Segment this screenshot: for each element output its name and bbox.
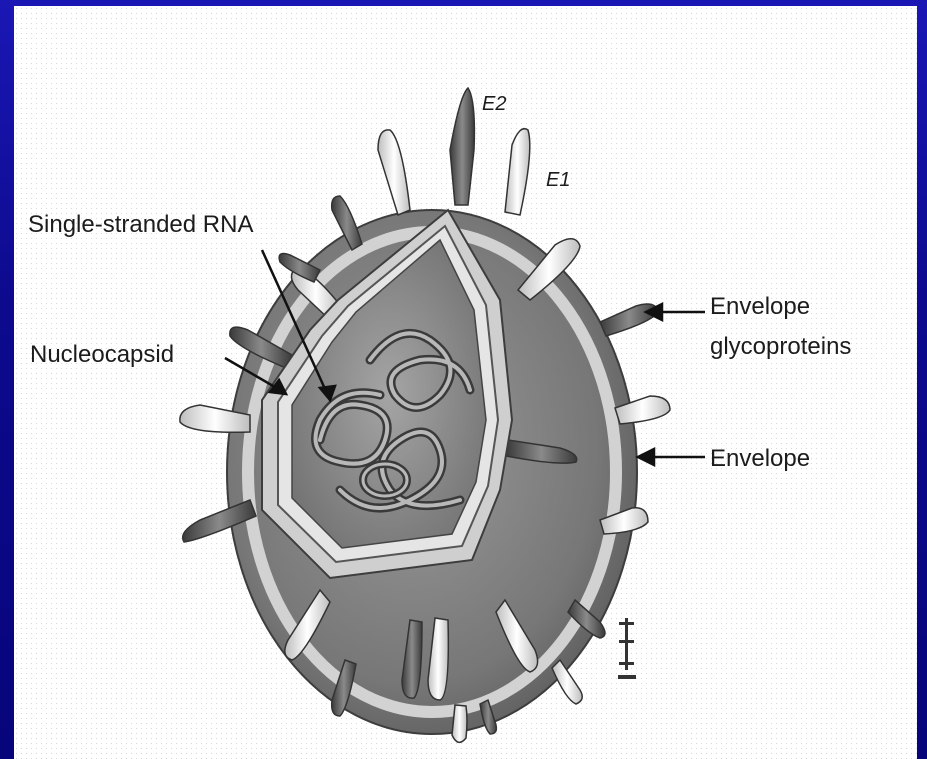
label-e1: E1 [546, 169, 570, 191]
label-envelope-glycoproteins-line2: glycoproteins [710, 333, 851, 360]
label-e2: E2 [482, 93, 506, 115]
diagram-panel: E2 E1 Single-stranded RNA Nucleocapsid E… [14, 6, 917, 759]
label-nucleocapsid: Nucleocapsid [30, 341, 174, 368]
spike-dark [600, 304, 658, 336]
spike-light [505, 129, 530, 215]
spike-light [452, 705, 467, 742]
spike-light [378, 130, 410, 215]
virus-diagram: E2 E1 Single-stranded RNA Nucleocapsid E… [14, 6, 917, 759]
artist-mark [618, 618, 636, 679]
label-single-stranded-rna: Single-stranded RNA [28, 211, 253, 238]
label-envelope: Envelope [710, 445, 810, 472]
spike-e2 [450, 88, 474, 205]
label-envelope-glycoproteins-line1: Envelope [710, 293, 810, 320]
